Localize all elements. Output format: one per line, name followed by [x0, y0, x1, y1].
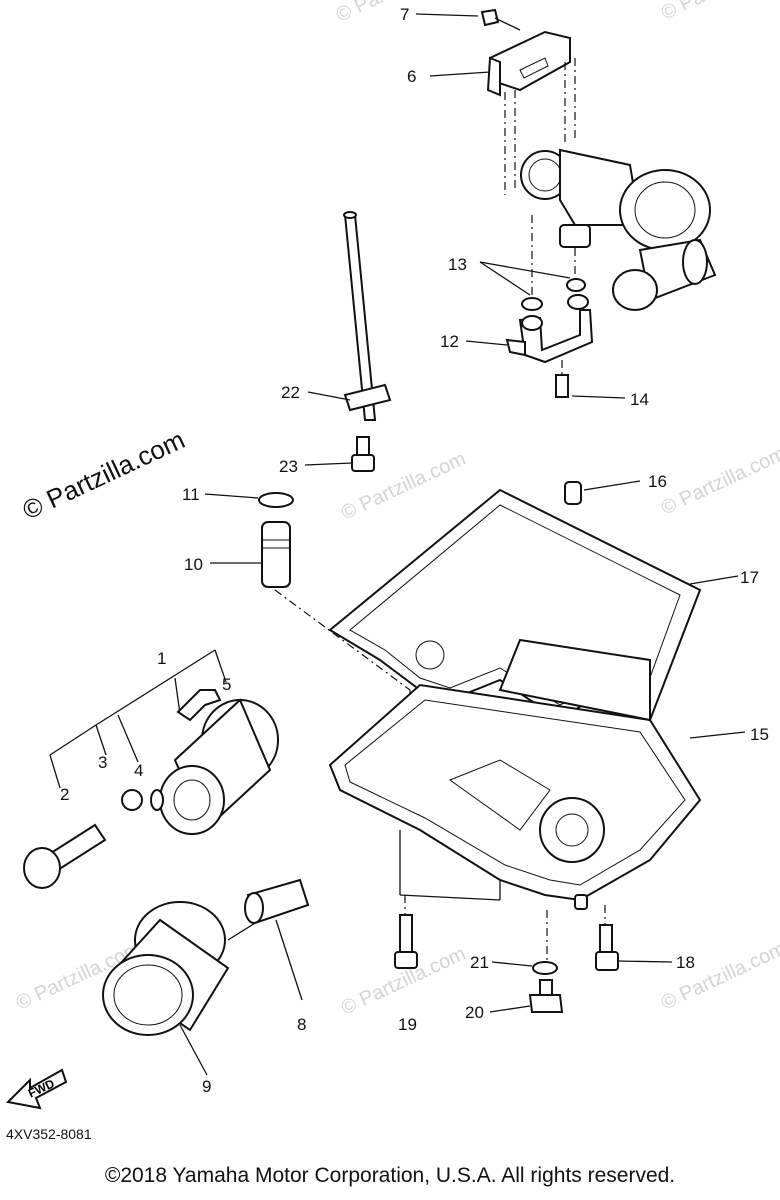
callout-6: 6: [407, 67, 416, 86]
bolt-23: [351, 436, 375, 472]
oil-pipe-12: [505, 294, 594, 364]
bolt-18: [595, 905, 619, 971]
callout-3: 3: [98, 753, 107, 772]
callout-2: 2: [60, 785, 69, 804]
callout-18: 18: [676, 953, 695, 972]
watermark-main: © Partzilla.com: [18, 424, 189, 525]
oil-pan-15: [328, 638, 702, 910]
oil-filter-9: [102, 901, 261, 1076]
callout-15: 15: [750, 725, 769, 744]
callout-11: 11: [182, 485, 200, 504]
bolt-19: [394, 914, 418, 969]
watermarks: © Partzilla.com © Partzilla.com © Partzi…: [13, 0, 780, 1020]
watermark: © Partzilla.com: [658, 0, 780, 25]
drain-bolt-parts: [528, 910, 564, 1013]
diagram-code: 4XV352-8081: [6, 1126, 92, 1142]
callout-7: 7: [400, 5, 409, 24]
callout-17: 17: [740, 568, 759, 587]
dowel-16: [564, 481, 582, 505]
callout-19: 19: [398, 1015, 417, 1034]
callout-9: 9: [202, 1077, 211, 1096]
callout-13: 13: [448, 255, 467, 274]
callout-5: 5: [222, 675, 231, 694]
callouts: 7 6 13 12 14 22 23 11 10 16 17 15 1 5 3 …: [60, 5, 769, 1096]
union-bolt-8: [244, 878, 310, 1001]
callout-20: 20: [465, 1003, 484, 1022]
bolt-19-guides: [399, 830, 501, 915]
callout-12: 12: [440, 332, 459, 351]
watermark: © Partzilla.com: [658, 938, 780, 1015]
fwd-arrow: FWD: [5, 1068, 68, 1110]
oil-cooler-assembly: [23, 649, 279, 889]
callout-1: 1: [157, 649, 166, 668]
callout-22: 22: [281, 383, 300, 402]
callout-4: 4: [134, 761, 143, 780]
bolt-14: [555, 360, 569, 398]
watermark: © Partzilla.com: [658, 443, 780, 520]
callout-21: 21: [470, 953, 489, 972]
leader-lines: [204, 13, 746, 1013]
callout-8: 8: [297, 1015, 306, 1034]
callout-10: 10: [184, 555, 203, 574]
o-rings-13: [521, 278, 586, 311]
callout-16: 16: [648, 472, 667, 491]
watermark: © Partzilla.com: [333, 0, 464, 27]
dipstick-pipe-22: [343, 211, 392, 421]
oil-pump-assembly: [480, 8, 717, 311]
copyright-notice: ©2018 Yamaha Motor Corporation, U.S.A. A…: [104, 1164, 676, 1187]
callout-14: 14: [630, 390, 649, 409]
callout-23: 23: [279, 457, 298, 476]
